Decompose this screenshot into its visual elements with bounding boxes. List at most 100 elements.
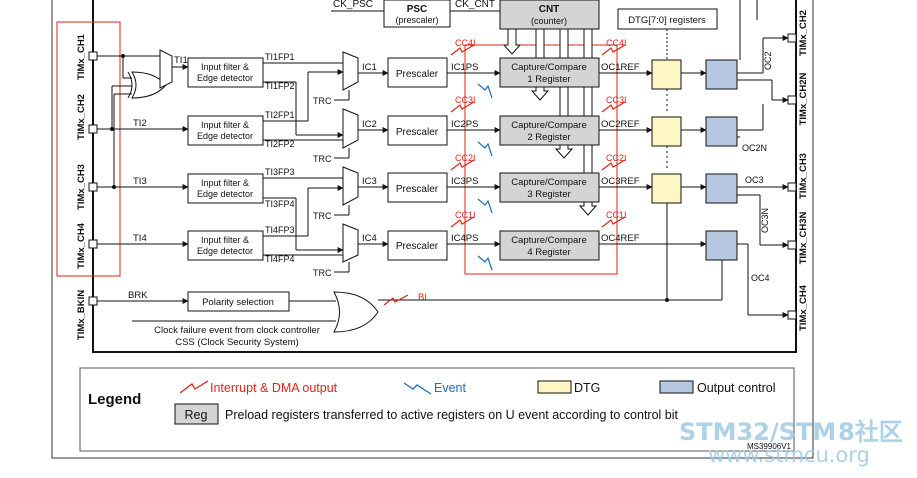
legend-reg-swatch [174,403,219,425]
cnt-box [499,0,600,30]
oc2n-label: OC2N [742,143,767,153]
ti2-label: TI2 [133,118,147,129]
ti2fp1-label: TI2FP1 [265,110,295,120]
figure-ref-code: MS39906V1 [747,442,792,451]
ti4fp4-label: TI4FP4 [265,254,295,264]
pin-ch3-label: TIMx_CH3 [76,164,87,210]
oc3-label: OC3 [745,175,764,185]
oc2ref-label: OC2REF [601,119,640,130]
watermark-line1-b: 8社区 [838,418,903,446]
pin-ch3[interactable] [88,182,98,192]
pin-ch2[interactable] [88,124,98,134]
cc3-line1: Capture/Compare [511,177,587,188]
trc1-label: TRC [313,96,332,106]
output-pins [787,33,797,320]
legend-interrupt-label: Interrupt & DMA output [210,381,338,395]
oc4-label: OC4 [751,273,770,283]
legend-dtg-label: DTG [574,381,600,395]
pin-out-ch2n[interactable] [787,95,797,105]
pin-bkin[interactable] [88,296,98,306]
filter4-line1: Input filter & [201,235,249,245]
ic2ps-label: IC2PS [451,119,478,130]
pin-out-ch3n-label: TIMx_CH3N [798,211,809,264]
oc2-label: OC2 [763,51,773,70]
pin-ch1[interactable] [88,51,98,61]
prescaler2-label: Prescaler [396,127,439,138]
legend-interrupt-icon [179,380,209,394]
bi-interrupt-icon [383,294,409,306]
cc4i-left-label: CC4I [455,38,476,48]
cc4i-right-label: CC4I [606,38,627,48]
input-wires [97,126,189,247]
timer-boundary [92,0,797,353]
pin-out-ch2n-label: TIMx_CH2N [798,72,809,125]
ic4-label: IC4 [362,233,377,244]
input-channels-highlight [56,21,121,277]
pin-ch2-label: TIMx_CH2 [76,94,87,140]
cc3i-left-label: CC3I [455,95,476,105]
filter2-line2: Edge detector [197,131,253,141]
oc4ref-label: OC4REF [601,233,640,244]
pin-ch4[interactable] [88,239,98,249]
watermark-line1-a: STM32/STM [679,418,836,446]
clock-failure-line2: CSS (Clock Security System) [175,337,299,348]
page-frame [51,0,814,459]
ic-muxes [342,51,359,263]
prescalers [387,57,448,261]
ti3-label: TI3 [133,176,147,187]
legend-reg-description: Preload registers transferred to active … [225,408,679,422]
oc3n-label: OC3N [760,208,770,233]
oc1ref-label: OC1REF [601,62,640,73]
legend-event-label: Event [434,381,466,395]
filter4-line2: Edge detector [197,246,253,256]
ck-cnt-label: CK_CNT [455,0,495,10]
prescaler1-label: Prescaler [396,69,439,80]
cc2-line1: Capture/Compare [511,120,587,131]
cc2i-left-label: CC2I [455,153,476,163]
break-or-gate [333,291,379,333]
ti1-label: TI1 [174,55,188,66]
ti3fp4-label: TI3FP4 [265,199,295,209]
psc-subtitle: (prescaler) [395,15,438,25]
filter3-line1: Input filter & [201,178,249,188]
trc4-label: TRC [313,268,332,278]
ic3-label: IC3 [362,176,377,187]
psc-title: PSC [407,4,428,15]
dtg-blocks [651,59,682,204]
legend-event-icon [403,382,432,395]
ic4ps-label: IC4PS [451,233,478,244]
cc-event-markers [477,83,493,271]
pin-bkin-label: TIMx_BKIN [76,290,87,340]
psc-box [383,0,451,28]
legend-reg-label: Reg [185,408,208,422]
trc2-label: TRC [313,154,332,164]
filter1-line2: Edge detector [197,73,253,83]
mux-to-prescaler-wires [358,70,389,247]
legend-output-control-swatch [659,380,694,394]
pin-ch1-label: TIMx_CH1 [76,33,87,80]
legend-dtg-swatch [537,380,572,394]
pin-out-ch4-label: TIMx_CH4 [798,284,809,331]
legend-title: Legend [88,391,141,408]
prescaler3-label: Prescaler [396,184,439,195]
cc2-line2: 2 Register [527,132,570,143]
bi-label: BI [418,292,427,303]
cnt-title: CNT [539,4,560,15]
oc3ref-label: OC3REF [601,176,640,187]
ic2-label: IC2 [362,119,377,130]
pin-out-ch4[interactable] [787,310,797,320]
ic1ps-label: IC1PS [451,62,478,73]
output-wires [378,35,789,318]
ti4-label: TI4 [133,233,147,244]
pin-out-ch3n[interactable] [787,240,797,250]
pin-out-ch2[interactable] [787,33,797,43]
cc3i-right-label: CC3I [606,95,627,105]
cc3-line2: 3 Register [527,189,570,200]
dtg-registers-label: DTG[7:0] registers [628,15,706,26]
cc1-line1: Capture/Compare [511,62,587,73]
cc4-line1: Capture/Compare [511,235,587,246]
pin-out-ch3[interactable] [787,182,797,192]
ic1-label: IC1 [362,62,377,73]
pin-out-ch3-label: TIMx_CH3 [798,153,809,199]
